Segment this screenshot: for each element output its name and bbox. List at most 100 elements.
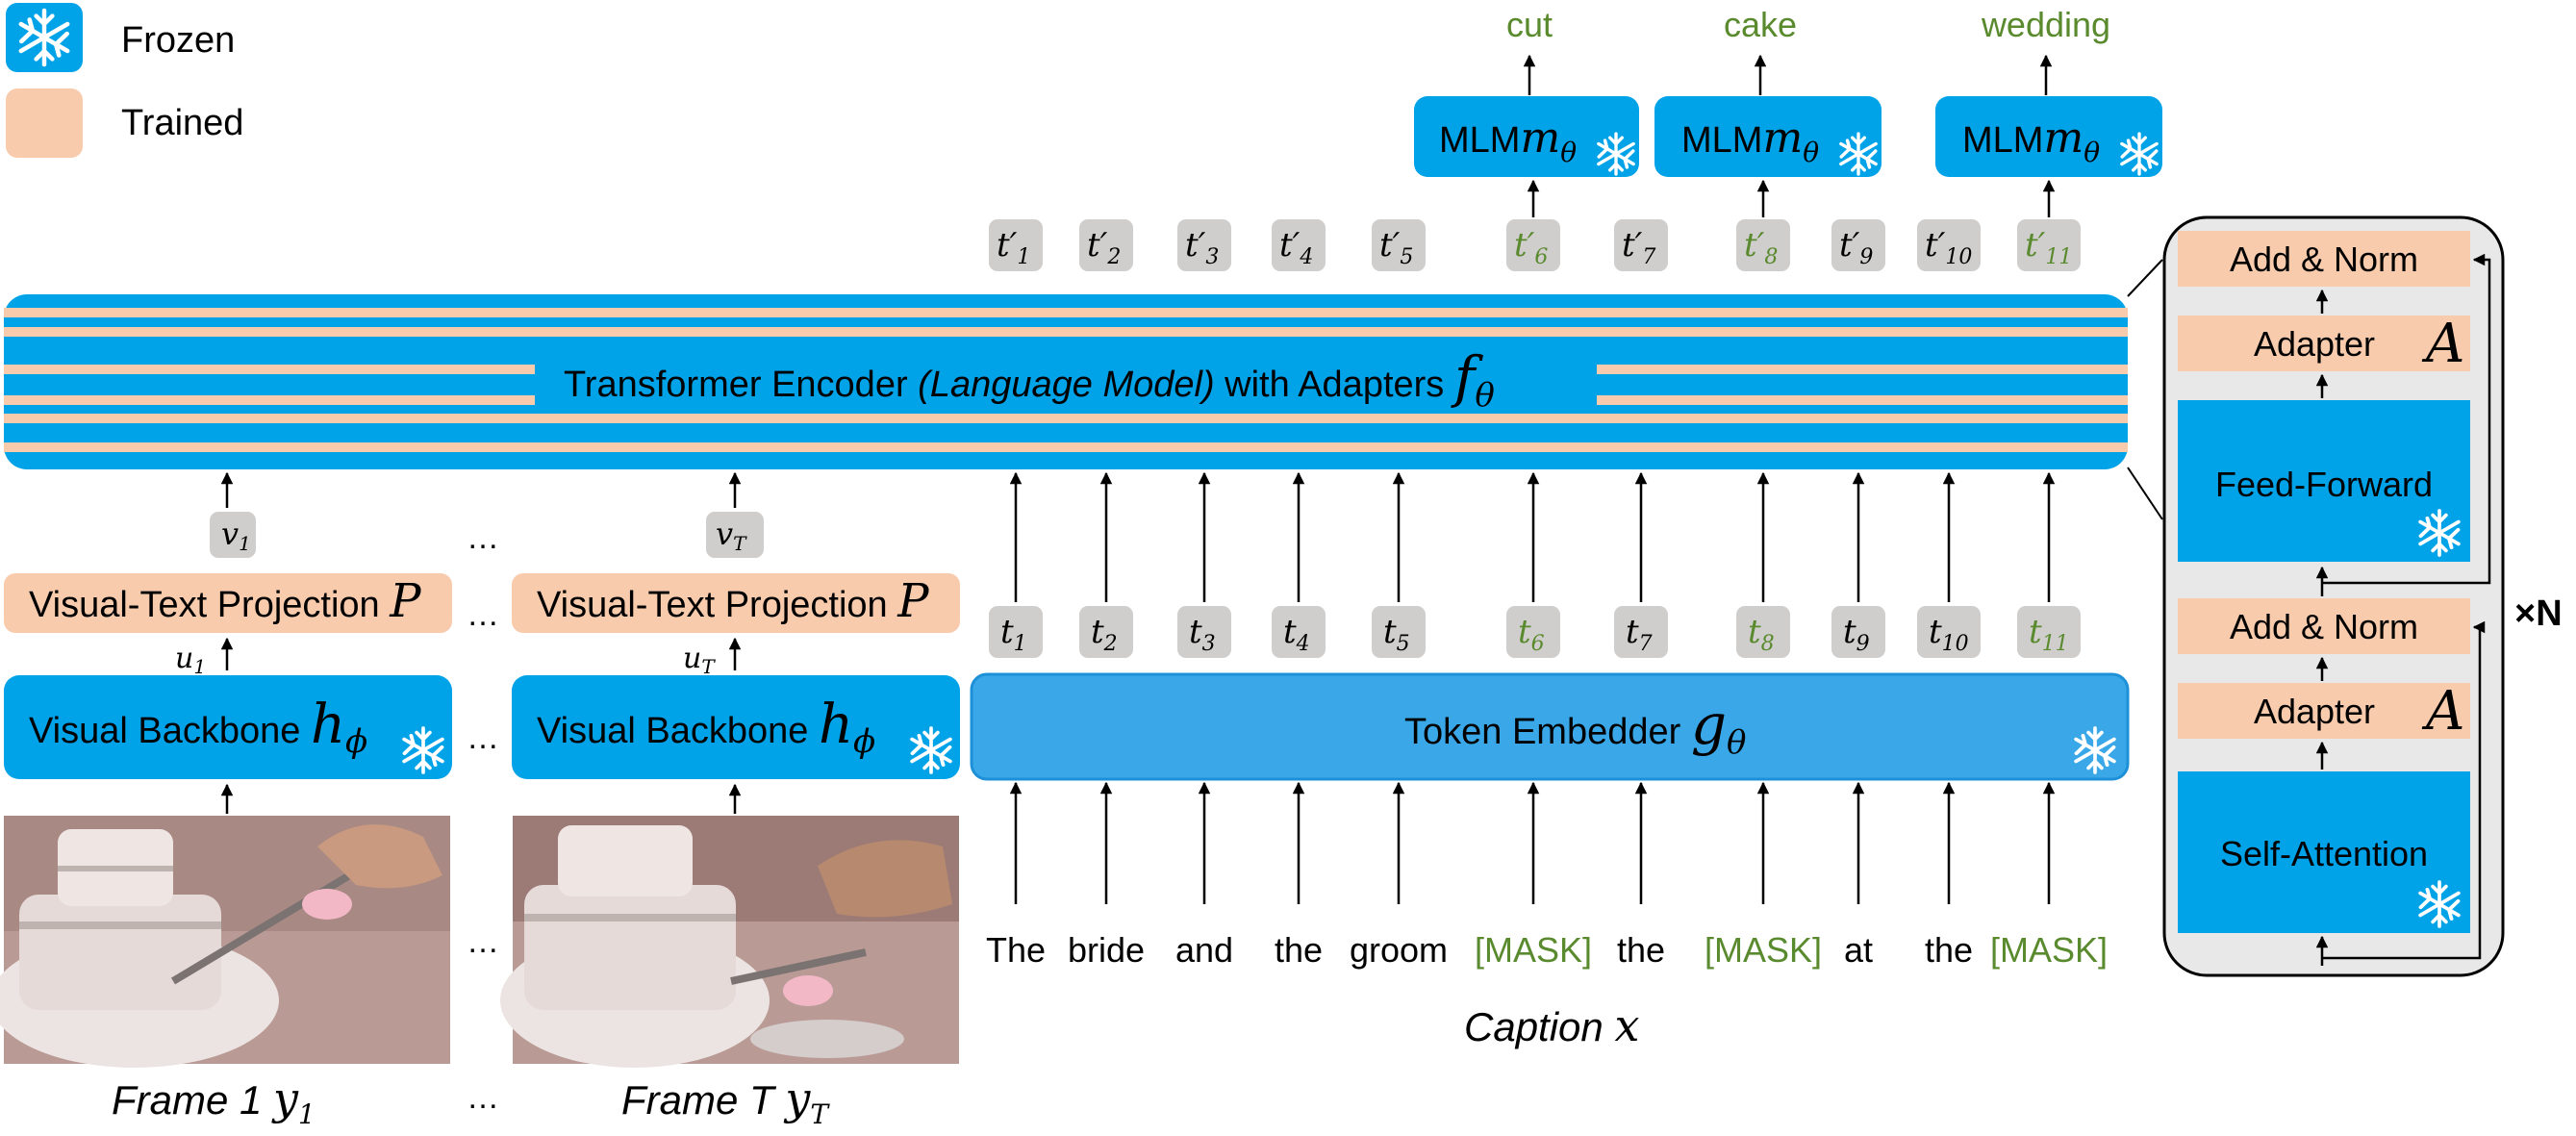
svg-text:u1: u1	[175, 642, 206, 678]
output-token-box	[989, 219, 1043, 271]
output-token-box	[1614, 219, 1668, 271]
svg-text:Visual Backbone hϕ: Visual Backbone hϕ	[29, 694, 367, 761]
visual-text-projection	[4, 573, 452, 633]
repeat-n-label: ×N	[2514, 593, 2563, 634]
input-token-box	[1736, 606, 1790, 658]
mlm-heads: MLMmθ cut MLMmθ cake MLMmθ wedding	[1414, 5, 2162, 217]
output-token-box	[1831, 219, 1885, 271]
input-token: t11	[2029, 613, 2069, 656]
output-token-box	[1372, 219, 1426, 271]
caption-label: Caption x	[1464, 999, 1639, 1051]
svg-text:MLMmθ: MLMmθ	[1962, 114, 2100, 168]
add-norm-top	[2178, 231, 2470, 287]
ellipsis: …	[467, 923, 499, 960]
input-token: t2	[1091, 613, 1118, 656]
output-token: t′2	[1087, 226, 1121, 269]
caption-word: The	[986, 930, 1046, 970]
mlm-output-word: cake	[1724, 5, 1797, 44]
visual-text-projection	[512, 573, 960, 633]
output-token-box	[1272, 219, 1326, 271]
ellipsis: …	[467, 519, 499, 556]
frame-1-label: Frame 1 y1	[112, 1073, 316, 1130]
input-token-box	[1372, 606, 1426, 658]
input-token: t7	[1626, 613, 1653, 656]
encoder-layer-panel: Add & Norm Adapter A Feed-Forward Add & …	[2162, 215, 2563, 977]
mlm-output-word: wedding	[1981, 5, 2110, 44]
input-token-box	[1831, 606, 1885, 658]
caption-word: the	[1617, 930, 1665, 970]
ellipsis: …	[467, 719, 499, 756]
residual-connection	[2322, 253, 2491, 585]
input-token-box	[1079, 606, 1133, 658]
visual-token	[210, 512, 256, 558]
adapter-stripe	[4, 442, 2128, 452]
zoom-line	[2127, 467, 2163, 520]
svg-text:MLMmθ: MLMmθ	[1439, 114, 1577, 168]
token-arrows	[1009, 471, 2056, 904]
input-token-box	[1614, 606, 1668, 658]
output-token: t′8	[1744, 226, 1778, 269]
caption-word: and	[1175, 930, 1233, 970]
add-norm-bottom	[2178, 598, 2470, 654]
frame-T-image	[500, 816, 959, 1068]
svg-text:uT: uT	[683, 642, 716, 678]
residual-connection	[2322, 620, 2486, 960]
input-token-box	[989, 606, 1043, 658]
transformer-encoder: Transformer Encoder (Language Model) wit…	[4, 294, 2128, 469]
frame-T-label: Frame T yT	[621, 1073, 830, 1130]
visual-token	[706, 512, 764, 558]
svg-text:Visual-Text Projection P: Visual-Text Projection P	[537, 574, 929, 628]
output-token-box	[1917, 219, 1981, 271]
trained-legend-swatch	[6, 88, 83, 158]
adapter-bottom	[2178, 683, 2470, 739]
svg-text:MLMmθ: MLMmθ	[1681, 114, 1819, 168]
input-token-box	[1272, 606, 1326, 658]
input-token: t5	[1383, 613, 1410, 656]
caption-word: the	[1275, 930, 1323, 970]
svg-text:v1: v1	[221, 516, 251, 555]
adapter-symbol: A	[2421, 313, 2464, 375]
input-token: t4	[1283, 613, 1310, 656]
svg-text:Visual-Text Projection P: Visual-Text Projection P	[29, 574, 421, 628]
caption-word: at	[1844, 930, 1873, 970]
zoom-line	[2127, 259, 2163, 297]
ellipsis: …	[467, 1079, 499, 1116]
adapter-top-label: Adapter	[2254, 324, 2375, 364]
mlm-head-1: MLMmθ cut	[1414, 5, 1639, 217]
frame-1-image	[0, 816, 450, 1068]
token-embedder-box	[970, 672, 2130, 781]
input-token-box	[1917, 606, 1981, 658]
legend: Frozen Trained	[6, 3, 243, 158]
adapter-stripe	[4, 327, 2128, 337]
self-attention-label: Self-Attention	[2220, 834, 2428, 873]
output-token: t′7	[1622, 226, 1655, 269]
visual-backbone	[512, 675, 960, 779]
output-token-box	[2017, 219, 2081, 271]
token-embedder-label: Token Embedder gθ	[1404, 692, 1746, 762]
caption-word: bride	[1068, 930, 1145, 970]
output-token: t′11	[2025, 226, 2072, 269]
input-token: t3	[1189, 613, 1216, 656]
output-token-box	[1079, 219, 1133, 271]
input-token: t9	[1843, 613, 1870, 656]
encoder-label-bg	[535, 356, 1597, 414]
legend-frozen-label: Frozen	[121, 20, 235, 61]
output-token-box	[1506, 219, 1560, 271]
adapter-bottom-label: Adapter	[2254, 692, 2375, 731]
input-token-box	[1177, 606, 1231, 658]
legend-trained-label: Trained	[121, 103, 243, 143]
input-token: t10	[1929, 613, 1969, 656]
svg-text:Visual Backbone hϕ: Visual Backbone hϕ	[537, 694, 875, 761]
mlm-output-word: cut	[1506, 5, 1553, 44]
mlm-head-2: MLMmθ cake	[1654, 5, 1881, 217]
input-token: t1	[1000, 613, 1027, 656]
output-token: t′4	[1279, 226, 1313, 269]
output-token-box	[1177, 219, 1231, 271]
adapter-stripe	[4, 308, 2128, 317]
input-token-box	[1506, 606, 1560, 658]
adapter-top	[2178, 316, 2470, 371]
